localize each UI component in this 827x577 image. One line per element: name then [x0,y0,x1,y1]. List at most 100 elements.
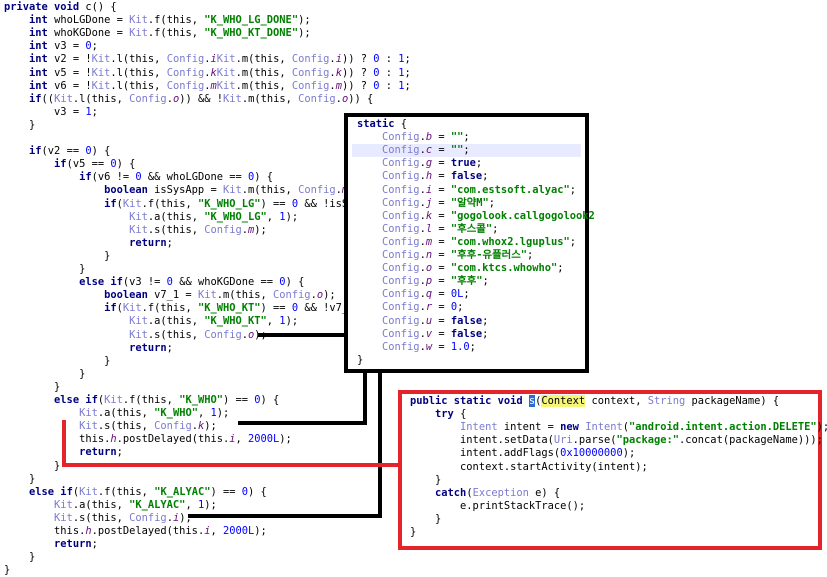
code-token [357,315,382,327]
code-token: .concat(packageName))); [679,434,823,447]
code-token: ; [404,79,411,92]
code-line: this.h.postDelayed(this.i, 2000L); [4,433,292,446]
code-token: isSysApp = [147,184,223,197]
code-token: . [419,314,426,327]
code-token: packageName) { [685,395,780,407]
code-line: } [410,526,416,539]
code-token: { [453,408,467,421]
code-token: . [419,249,426,261]
code-token: "K_WHO_KT" [197,302,261,315]
code-token: .f(this, [97,485,155,498]
code-line: Kit.a(this, "K_WHO", 1); [4,407,229,420]
code-token: ; [569,183,577,196]
code-token: ( [97,394,105,406]
code-token: v3 = [47,40,86,53]
code-token: "gogolook.callgogolook2 [450,209,595,222]
code-token: Config [273,289,311,302]
code-token: b [425,131,433,144]
code-token: Kit [54,511,73,524]
code-token: v7_1 = [147,289,198,302]
code-token: Config [291,79,330,92]
code-token: Config [166,66,205,79]
code-token: . [419,144,426,157]
code-token: static [357,118,395,130]
code-token: 2000L [222,525,255,537]
code-token: else if [79,276,123,289]
code-token: Config [382,170,420,183]
code-line: Intent intent = new Intent("android.inte… [410,421,827,434]
code-token: = [432,222,451,235]
code-token: return [54,538,92,551]
code-token: : [379,53,399,66]
code-token [357,131,382,143]
code-token [357,288,382,300]
code-token: 0 [450,301,458,314]
code-token: } [4,118,36,131]
code-token: 0 [373,79,380,92]
code-token: this. [4,433,111,446]
code-line: int whoLGDone = Kit.f(this, "K_WHO_LG_DO… [4,14,311,27]
code-line: } [4,355,110,368]
code-line: } [4,250,110,263]
code-token: this. [4,525,86,537]
code-line: Config.g = true; [357,157,482,170]
highlighted-line [352,144,581,157]
code-token: ; [557,262,564,275]
code-line: if(Kit.f(this, "K_WHO_LG") == 0 && !isSy… [4,198,361,211]
code-token: 1 [279,315,286,328]
code-token: "com.whox2.lguplus" [450,235,570,248]
code-token [4,276,79,288]
code-token: 1.0 [450,340,470,353]
code-token: "후스콜" [450,222,493,235]
code-token [4,289,104,301]
code-token: ( [535,395,542,407]
code-token: .l(this, [110,79,167,92]
code-token: ; [482,327,489,340]
code-token: Config [382,262,420,275]
code-token: .a(this, [97,407,155,420]
code-token: : [379,79,399,92]
code-token: boolean [104,184,148,197]
code-token: intent.addFlags( [410,447,561,460]
code-token: 0 [85,40,92,53]
code-token [4,198,104,210]
code-line: e.printStackTrace(); [410,500,585,513]
code-token: . [204,53,211,66]
code-token: Kit [104,394,123,406]
code-token: . [419,222,426,235]
code-token: = [432,144,451,157]
code-line: } [4,564,10,577]
code-token: Kit [129,14,148,27]
code-line: this.h.postDelayed(this.i, 2000L); [4,525,267,538]
code-token: ); [622,447,636,460]
code-token: . [419,157,426,170]
code-token: ; [482,275,489,288]
code-token: o [316,289,324,302]
code-token: l [425,222,433,235]
code-token [4,171,79,183]
code-token: . [204,66,211,79]
code-token: )) ? [341,53,374,66]
code-token: "후후" [450,275,483,288]
code-token: String [647,395,686,407]
code-token: ; [166,236,173,249]
code-token: q [425,288,433,301]
code-token: 0 [85,145,92,158]
code-token: && whoKGDone == [172,276,280,289]
code-token [4,329,129,341]
code-line: Config.n = "후후-유플러스"; [357,249,533,262]
code-line: intent.addFlags(0x10000000); [410,447,635,460]
code-token [4,67,29,79]
code-token: k [425,209,433,222]
code-token: m [248,223,255,236]
code-token: = [432,249,451,261]
code-token: , [266,315,280,328]
code-token: if [29,92,42,105]
code-token: Config [129,511,167,524]
code-token: . [241,223,249,236]
code-token: { [394,118,408,130]
code-token: whoKGDone = [47,27,130,40]
code-token [4,14,29,26]
code-token: intent.setData( [410,434,554,447]
code-line: if(Kit.f(this, "K_WHO_KT") == 0 && !v7_1 [4,302,354,315]
